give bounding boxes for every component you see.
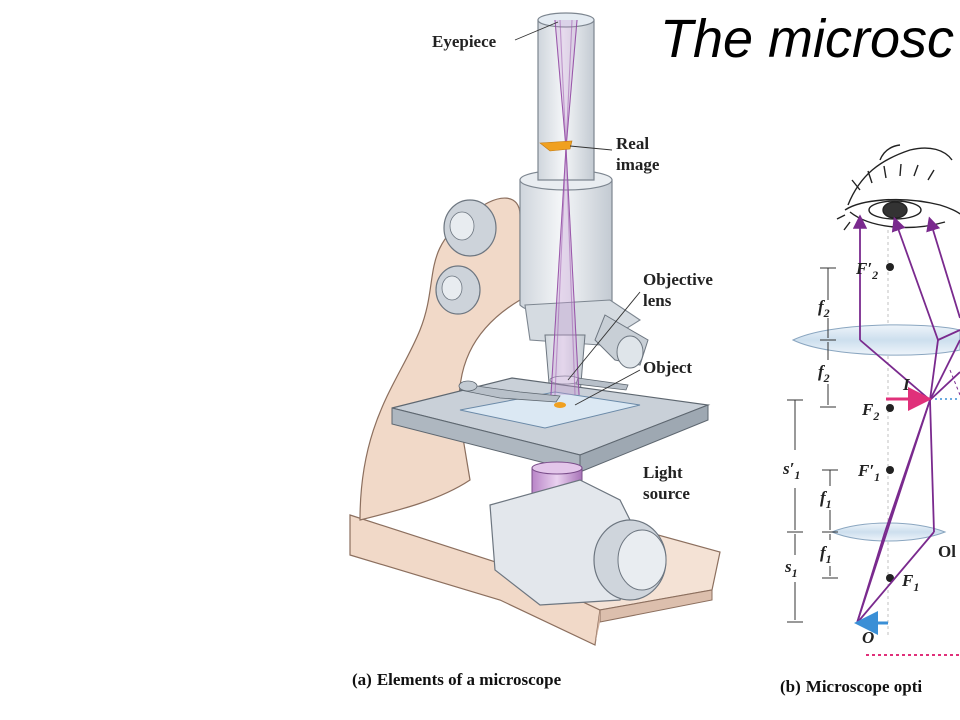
- panel-a-leaders: [514, 21, 641, 406]
- caption-a-text: Elements of a microscope: [377, 670, 562, 689]
- symbol-f2-upper: f2: [818, 297, 830, 320]
- label-objective-line2: lens: [643, 291, 672, 310]
- label-light-line2: source: [643, 484, 690, 503]
- dimension-lines: [787, 267, 838, 623]
- caption-b-tag: (b): [780, 677, 801, 696]
- focal-point-f1: [886, 574, 894, 582]
- symbol-s1-prime: s′1: [782, 459, 800, 482]
- symbol-f1-lower: f1: [820, 543, 832, 566]
- label-real-image-line2: image: [616, 155, 660, 174]
- symbol-image-I: I: [902, 375, 911, 394]
- caption-b-text: Microscope opti: [806, 677, 923, 696]
- symbol-f2-prime: F′2: [855, 259, 878, 282]
- real-image: [539, 140, 573, 152]
- slide-title: The microsc: [660, 9, 955, 69]
- microscope-illustration: [349, 12, 721, 646]
- label-objective-line1: Objective: [643, 270, 713, 289]
- eyepiece-lens: [537, 12, 595, 28]
- objective-lens-diagram: [830, 522, 947, 542]
- microscope-arm: [359, 197, 521, 521]
- focal-point-f1-prime: [886, 466, 894, 474]
- symbol-F1-prime: F′1: [857, 461, 880, 484]
- caption-a: (a) Elements of a microscope: [352, 670, 562, 689]
- label-eyepiece: Eyepiece: [432, 32, 497, 51]
- optics-diagram: [787, 144, 960, 656]
- eyepiece-lens-diagram: [791, 324, 960, 356]
- symbol-f2-lower: f2: [818, 362, 830, 385]
- eye-icon: [836, 144, 960, 231]
- label-real-image-line1: Real: [616, 134, 649, 153]
- focal-point-f2: [886, 404, 894, 412]
- microscope-stage: [391, 377, 711, 473]
- focal-point-f2-prime: [886, 263, 894, 271]
- specimen: [554, 402, 566, 408]
- symbol-f1-upper: f1: [820, 488, 832, 511]
- caption-b: (b) Microscope opti: [780, 677, 922, 696]
- label-objective-partial: Ol: [938, 542, 956, 561]
- lamp-housing: [489, 479, 667, 606]
- caption-a-tag: (a): [352, 670, 372, 689]
- symbol-s1: s1: [784, 557, 798, 580]
- label-light-line1: Light: [643, 463, 683, 482]
- symbol-F1: F1: [901, 571, 919, 594]
- symbol-object-O: O: [862, 628, 874, 647]
- symbol-F2: F2: [861, 400, 879, 423]
- label-object: Object: [643, 358, 692, 377]
